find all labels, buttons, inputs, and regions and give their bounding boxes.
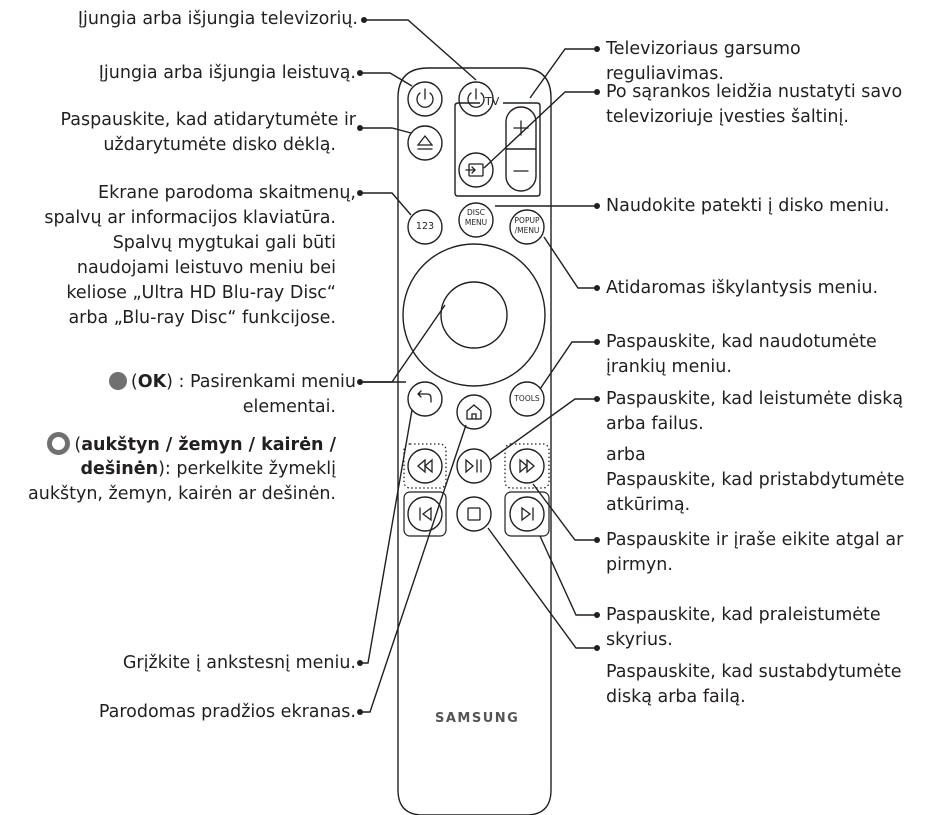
popup-label-1: POPUP xyxy=(514,216,540,225)
home-button xyxy=(456,394,492,430)
power-icon xyxy=(416,92,434,108)
label-source-1: Po sąrankos leidžia nustatyti savo xyxy=(606,82,903,102)
play-pause-button xyxy=(456,448,492,484)
previous-button xyxy=(407,496,443,532)
dir-rest: ): perkelkite žymeklį xyxy=(158,459,336,479)
tv-power-button xyxy=(458,81,494,117)
label-dir-1: (aukštyn / žemyn / kairėn / xyxy=(47,432,336,458)
ff-frame xyxy=(504,443,550,489)
label-search-1: Paspauskite ir įraše eikite atgal ar xyxy=(606,530,904,550)
label-eject-1: Paspauskite, kad atidarytumėte ir xyxy=(60,110,356,130)
label-disc-menu: Naudokite patekti į disko meniu. xyxy=(606,196,890,216)
power-icon xyxy=(467,92,485,108)
leader-lines xyxy=(360,19,597,713)
label-eject-2: uždarytumėte disko dėklą. xyxy=(103,135,336,155)
label-tv-power: Įjungia arba išjungia televizorių. xyxy=(77,9,358,29)
disc-label-1: DISC xyxy=(467,208,485,217)
disc-menu-button xyxy=(458,202,494,238)
dpad-ring xyxy=(402,243,546,387)
dir-bold-1: aukštyn / žemyn / kairėn / xyxy=(81,435,336,455)
ok-button xyxy=(440,281,508,349)
label-source-2: televizoriuje įvesties šaltinį. xyxy=(606,107,849,127)
label-keypad-2: spalvų ar informacijos klaviatūra. xyxy=(44,208,336,228)
fast-forward-icon xyxy=(519,458,535,474)
label-keypad-3: Spalvų mygtukai gali būti xyxy=(112,233,336,253)
source-button xyxy=(458,152,494,188)
ok-prefix: ( xyxy=(130,372,138,392)
label-play-2: arba failus. xyxy=(606,414,704,434)
dir-prefix: ( xyxy=(74,435,82,455)
label-skip-1: Paspauskite, kad praleistumėte xyxy=(606,605,881,625)
brand-logo: SAMSUNG xyxy=(435,711,520,726)
ok-ball-icon xyxy=(108,372,127,390)
ok-rest: ) : Pasirenkami meniu xyxy=(166,372,356,392)
home-icon xyxy=(466,404,482,420)
rewind-icon xyxy=(417,458,433,474)
next-icon xyxy=(521,506,532,522)
leader-dots xyxy=(357,17,600,715)
fast-forward-button xyxy=(509,448,545,484)
label-tools-2: įrankių meniu. xyxy=(606,357,732,377)
tools-button xyxy=(509,381,545,417)
popup-label-2: /MENU xyxy=(514,226,540,235)
stop-button xyxy=(456,496,492,532)
label-dir-2: dešinėn): perkelkite žymeklį xyxy=(80,457,336,482)
prev-frame xyxy=(403,491,447,537)
label-keypad-6: arba „Blu-ray Disc“ funkcijose. xyxy=(68,308,336,328)
back-button xyxy=(407,381,443,417)
stop-icon xyxy=(467,507,481,521)
label-keypad-1: Ekrane parodoma skaitmenų, xyxy=(98,183,356,203)
ring-icon xyxy=(47,432,71,455)
label-search-2: pirmyn. xyxy=(606,555,673,575)
label-home: Parodomas pradžios ekranas. xyxy=(98,702,356,722)
dir-bold-2: dešinėn xyxy=(80,459,159,479)
label-dir-3: aukštyn, žemyn, kairėn ar dešinėn. xyxy=(28,484,336,504)
label-skip-2: skyrius. xyxy=(606,630,673,650)
tv-label: TV xyxy=(485,95,500,108)
tools-label: TOOLS xyxy=(514,394,540,403)
label-play-4: atkūrimą. xyxy=(606,495,691,515)
label-back: Grįžkite į ankstesnį meniu. xyxy=(122,653,356,673)
next-frame xyxy=(504,491,550,537)
rewind-button xyxy=(407,448,443,484)
remote-body xyxy=(397,67,552,815)
tv-group-box xyxy=(454,102,541,197)
back-icon xyxy=(417,390,432,403)
label-tools-1: Paspauskite, kad naudotumėte xyxy=(606,332,877,352)
eject-icon xyxy=(416,134,434,146)
label-play-3: Paspauskite, kad pristabdytumėte xyxy=(606,470,905,490)
popup-button xyxy=(509,209,545,245)
play-pause-icon xyxy=(465,458,474,474)
label-123: 123 xyxy=(415,221,435,232)
button-123 xyxy=(407,209,443,245)
label-ok-2: elementai. xyxy=(242,397,336,417)
label-ok: (OK) : Pasirenkami meniu xyxy=(108,370,356,395)
next-button xyxy=(509,496,545,532)
label-keypad-5: keliose „Ultra HD Blu-ray Disc“ xyxy=(66,283,336,303)
label-popup: Atidaromas iškylantysis meniu. xyxy=(606,278,879,298)
label-keypad-4: naudojami leistuvo meniu bei xyxy=(76,258,336,278)
label-volume-2: reguliavimas. xyxy=(606,64,724,84)
label-player-power: Įjungia arba išjungia leistuvą. xyxy=(98,63,356,83)
label-play-or: arba xyxy=(606,445,646,465)
label-stop-1: Paspauskite, kad sustabdytumėte xyxy=(606,662,902,682)
ok-bold: OK xyxy=(137,372,167,392)
label-stop-2: diską arba failą. xyxy=(606,687,746,707)
disc-label-2: MENU xyxy=(464,218,488,227)
player-power-button xyxy=(407,81,443,117)
label-play-1: Paspauskite, kad leistumėte diską xyxy=(606,389,904,409)
eject-button xyxy=(407,125,443,161)
label-volume-1: Televizoriaus garsumo xyxy=(606,39,801,59)
